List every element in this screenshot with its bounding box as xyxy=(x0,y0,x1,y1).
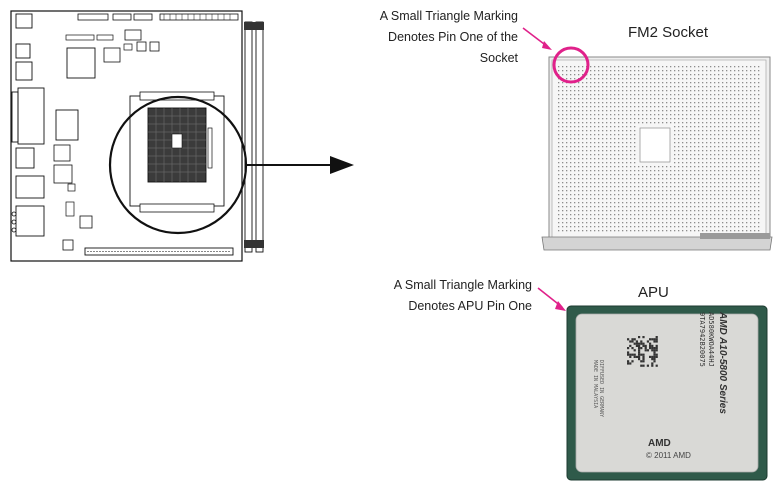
pointer-arrow-head xyxy=(330,156,354,174)
memory-slot-1 xyxy=(244,21,253,253)
pcie-slot xyxy=(84,247,234,256)
chip-amd-logo: AMD xyxy=(648,438,671,449)
qr-code xyxy=(627,336,658,367)
chip-copyright: © 2011 AMD xyxy=(646,451,691,460)
chip-origin-line-1: DIFFUSED IN GERMANY xyxy=(598,360,604,418)
apu-title: APU xyxy=(638,284,669,301)
memory-slot-2 xyxy=(255,21,264,253)
chip-serial-line: 9TA7942B20075 xyxy=(698,312,706,367)
apu-chip-drawing xyxy=(566,305,768,481)
apu-note-line-1: A Small Triangle Marking xyxy=(393,278,532,292)
socket-note: A Small Triangle Marking Denotes Pin One… xyxy=(318,6,518,69)
socket-note-line-2: Denotes Pin One of the xyxy=(388,30,518,44)
socket-note-line-1: A Small Triangle Marking xyxy=(379,9,518,23)
apu-note: A Small Triangle Marking Denotes APU Pin… xyxy=(330,275,532,317)
apu-note-line-2: Denotes APU Pin One xyxy=(408,299,532,313)
socket-title: FM2 Socket xyxy=(628,24,709,41)
fm2-socket-drawing xyxy=(541,56,773,251)
chip-model-line: AD580KWOA44HJ xyxy=(707,312,715,367)
socket-note-line-3: Socket xyxy=(479,51,518,65)
socket-pin-one-marker xyxy=(552,46,590,84)
chip-print-origin: DIFFUSED IN GERMANY MADE IN MALAYSIA xyxy=(592,360,604,417)
chip-brand-line: AMD A10-5800 Series xyxy=(717,312,728,414)
